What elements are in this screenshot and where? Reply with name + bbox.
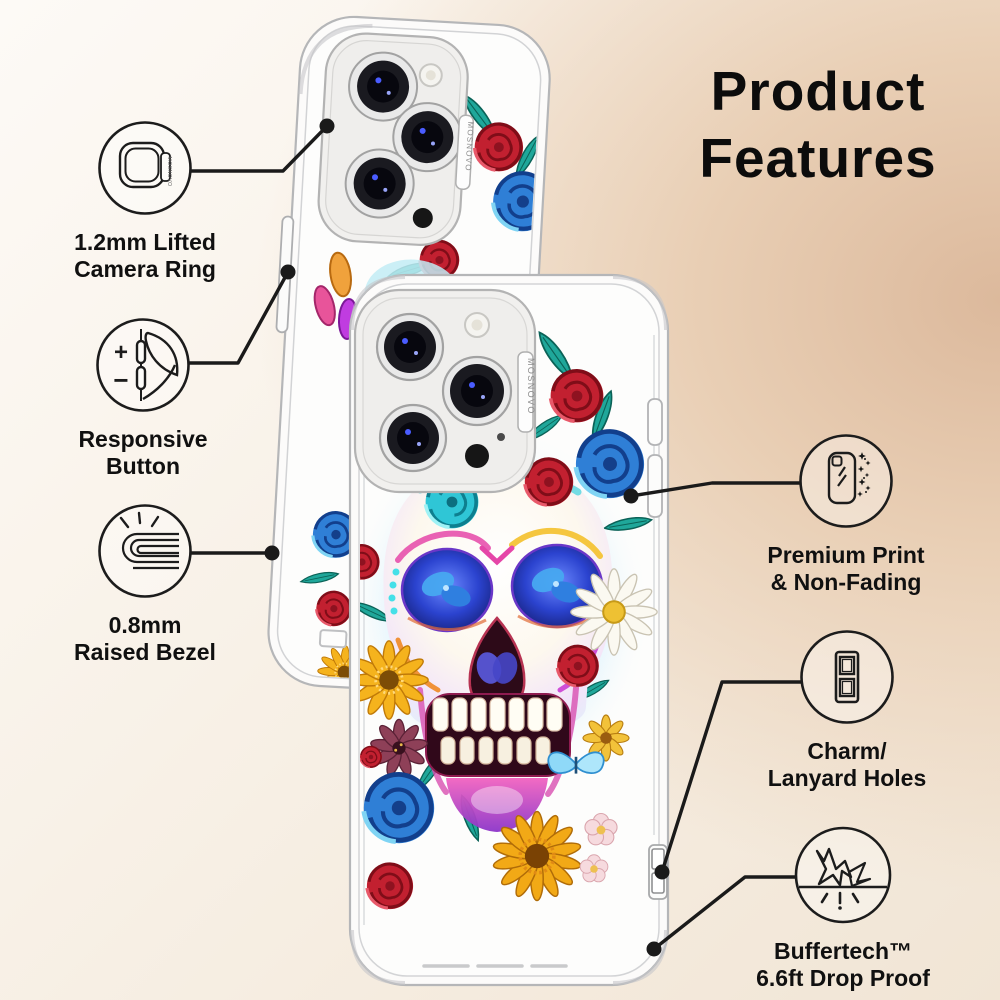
callout-camera-ring: MOSNOVO 1.2mm Lifted Camera Ring (15, 118, 275, 282)
case-artwork-front (360, 327, 657, 911)
plus-glyph: + (114, 339, 128, 366)
callout-premium-print: Premium Print & Non-Fading (716, 431, 976, 595)
callout-lanyard-holes: Charm/ Lanyard Holes (717, 627, 977, 791)
drop-proof-icon (794, 826, 892, 924)
title-line-2: Features (699, 127, 937, 189)
camera-lens (344, 148, 415, 219)
leader-responsive-button (188, 271, 290, 365)
side-button-front (647, 454, 663, 518)
leader-camera-ring (190, 124, 329, 173)
callout-responsive-button: + − Responsive Button (13, 315, 273, 479)
leader-dots (264, 118, 670, 957)
title-line-1: Product (710, 60, 926, 122)
volume-buttons-icon: + − (96, 318, 190, 412)
camera-lens (348, 51, 419, 122)
callout-label: Premium Print & Non-Fading (767, 542, 925, 595)
camera-lens (375, 312, 445, 382)
callout-label: Responsive Button (78, 426, 208, 479)
camera-module-back: MOSNOVO (317, 32, 475, 246)
brand-tab (517, 351, 534, 433)
raised-bezel-icon (98, 504, 192, 598)
leader-lanyard (660, 680, 802, 873)
brand-text: MOSNOVO (166, 157, 172, 187)
camera-lens (378, 403, 448, 473)
brand-text: MOSNOVO (526, 358, 536, 415)
camera-mic (412, 208, 433, 229)
side-button-front (647, 398, 663, 446)
camera-ring-icon: MOSNOVO (98, 121, 192, 215)
camera-lidar (497, 433, 505, 441)
sparkle-stars (857, 452, 871, 497)
callout-label: Charm/ Lanyard Holes (767, 738, 927, 791)
callout-label: 0.8mm Raised Bezel (74, 612, 216, 665)
page-title: Product Features (628, 58, 1000, 192)
leader-lines (188, 124, 802, 951)
lanyard-holes-icon (800, 630, 894, 724)
callout-label: 1.2mm Lifted Camera Ring (74, 229, 216, 282)
phone-case-front: MOSNOVO (348, 273, 670, 987)
callout-label: Buffertech™ 6.6ft Drop Proof (756, 938, 930, 991)
skull-teeth (432, 697, 563, 732)
camera-lens (441, 355, 513, 427)
leader-drop-proof (652, 875, 795, 951)
camera-module-front: MOSNOVO (353, 288, 537, 494)
callout-raised-bezel: 0.8mm Raised Bezel (15, 501, 275, 665)
premium-print-icon (799, 434, 893, 528)
callout-drop-proof: Buffertech™ 6.6ft Drop Proof (711, 823, 975, 991)
leader-premium-print (630, 481, 801, 498)
camera-mic (465, 444, 489, 468)
brand-tab (455, 114, 475, 190)
minus-glyph: − (113, 365, 128, 395)
brand-text: MOSNOVO (463, 121, 475, 172)
